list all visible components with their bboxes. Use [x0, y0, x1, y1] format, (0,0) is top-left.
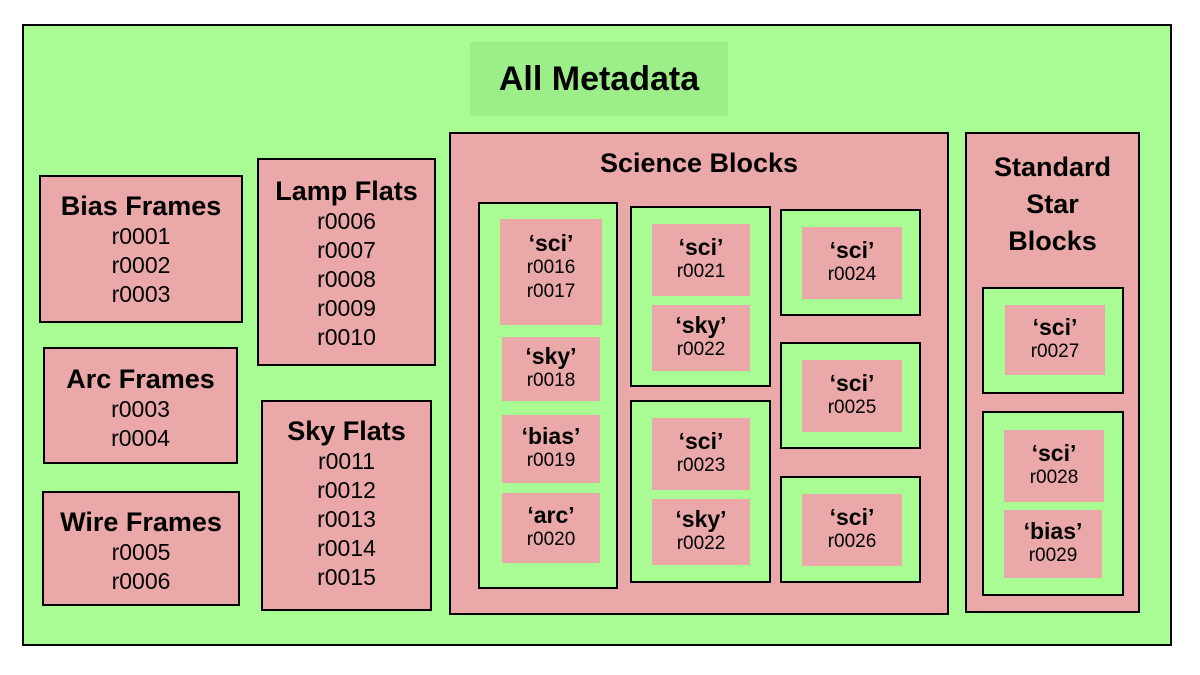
frame-group: ‘sci’ r0026 [802, 494, 902, 566]
group-label: ‘sci’ [1032, 314, 1078, 340]
frame-id: r0004 [111, 425, 170, 451]
frame-id: r0024 [827, 264, 877, 285]
frame-id: r0020 [526, 529, 576, 550]
group-label: ‘sci’ [829, 504, 875, 530]
group-label: ‘sci’ [829, 370, 875, 396]
frame-id: r0017 [526, 281, 576, 302]
sky-flats-box: Sky Flats r0011 r0012 r0013 r0014 r0015 [261, 400, 432, 611]
frame-id: r0003 [111, 281, 171, 307]
lamp-flats-box: Lamp Flats r0006 r0007 r0008 r0009 r0010 [257, 158, 436, 366]
lamp-flats-title: Lamp Flats [275, 176, 418, 206]
frame-id: r0026 [827, 531, 877, 552]
frame-id: r0006 [111, 568, 171, 594]
frame-group: ‘sci’ r0027 [1005, 305, 1105, 375]
frame-id: r0003 [111, 396, 170, 422]
frame-id: r0008 [317, 266, 376, 292]
frame-group: ‘sci’ r0028 [1004, 430, 1104, 502]
frame-group: ‘arc’ r0020 [502, 493, 600, 563]
frame-id: r0016 [526, 257, 576, 278]
frame-id: r0029 [1028, 545, 1078, 566]
frame-group: ‘sci’ r0024 [802, 227, 902, 299]
frame-id: r0028 [1029, 467, 1079, 488]
frame-id: r0015 [317, 564, 376, 590]
diagram-title: All Metadata [498, 59, 700, 98]
frame-id: r0019 [526, 450, 576, 471]
wire-frames-box: Wire Frames r0005 r0006 [42, 491, 240, 606]
frame-id: r0025 [827, 397, 877, 418]
frame-id: r0009 [317, 295, 376, 321]
frame-group: ‘sci’ r0016 r0017 [500, 219, 602, 325]
bias-frames-box: Bias Frames r0001 r0002 r0003 [39, 175, 243, 323]
title-background [470, 42, 728, 116]
sky-flats-title: Sky Flats [287, 416, 406, 446]
group-label: ‘sci’ [678, 234, 724, 260]
group-label: ‘arc’ [527, 502, 575, 528]
frame-id: r0002 [111, 252, 171, 278]
frame-id: r0022 [676, 339, 726, 360]
frame-group: ‘sci’ r0025 [802, 360, 902, 432]
frame-group: ‘bias’ r0029 [1004, 510, 1102, 578]
frame-group: ‘sci’ r0023 [652, 418, 750, 490]
group-label: ‘sky’ [675, 312, 727, 338]
group-label: ‘sci’ [1031, 440, 1077, 466]
frame-id: r0006 [317, 208, 376, 234]
bias-frames-title: Bias Frames [60, 191, 222, 221]
group-label: ‘sky’ [675, 506, 727, 532]
frame-id: r0001 [111, 223, 171, 249]
frame-group: ‘bias’ r0019 [502, 415, 600, 483]
frame-group: ‘sci’ r0021 [652, 224, 750, 296]
group-label: ‘sky’ [525, 343, 577, 369]
group-label: ‘bias’ [1023, 518, 1083, 544]
frame-id: r0027 [1030, 341, 1080, 362]
frame-id: r0018 [526, 370, 576, 391]
frame-group: ‘sky’ r0022 [652, 499, 750, 565]
group-label: ‘sci’ [528, 230, 574, 256]
frame-id: r0010 [317, 324, 376, 350]
frame-id: r0021 [676, 261, 726, 282]
wire-frames-title: Wire Frames [60, 507, 222, 537]
standard-star-blocks-title: Standard Star Blocks [993, 152, 1112, 256]
frame-id: r0014 [317, 535, 376, 561]
group-label: ‘sci’ [829, 237, 875, 263]
frame-id: r0013 [317, 506, 376, 532]
science-blocks-title: Science Blocks [599, 148, 799, 178]
group-label: ‘bias’ [521, 423, 581, 449]
frame-id: r0012 [317, 477, 376, 503]
arc-frames-box: Arc Frames r0003 r0004 [43, 347, 238, 464]
group-label: ‘sci’ [678, 428, 724, 454]
arc-frames-title: Arc Frames [66, 364, 215, 394]
frame-id: r0005 [111, 539, 171, 565]
frame-id: r0022 [676, 533, 726, 554]
frame-group: ‘sky’ r0018 [502, 337, 600, 401]
frame-id: r0023 [676, 455, 726, 476]
frame-group: ‘sky’ r0022 [652, 305, 750, 371]
frame-id: r0011 [317, 448, 376, 474]
frame-id: r0007 [317, 237, 376, 263]
